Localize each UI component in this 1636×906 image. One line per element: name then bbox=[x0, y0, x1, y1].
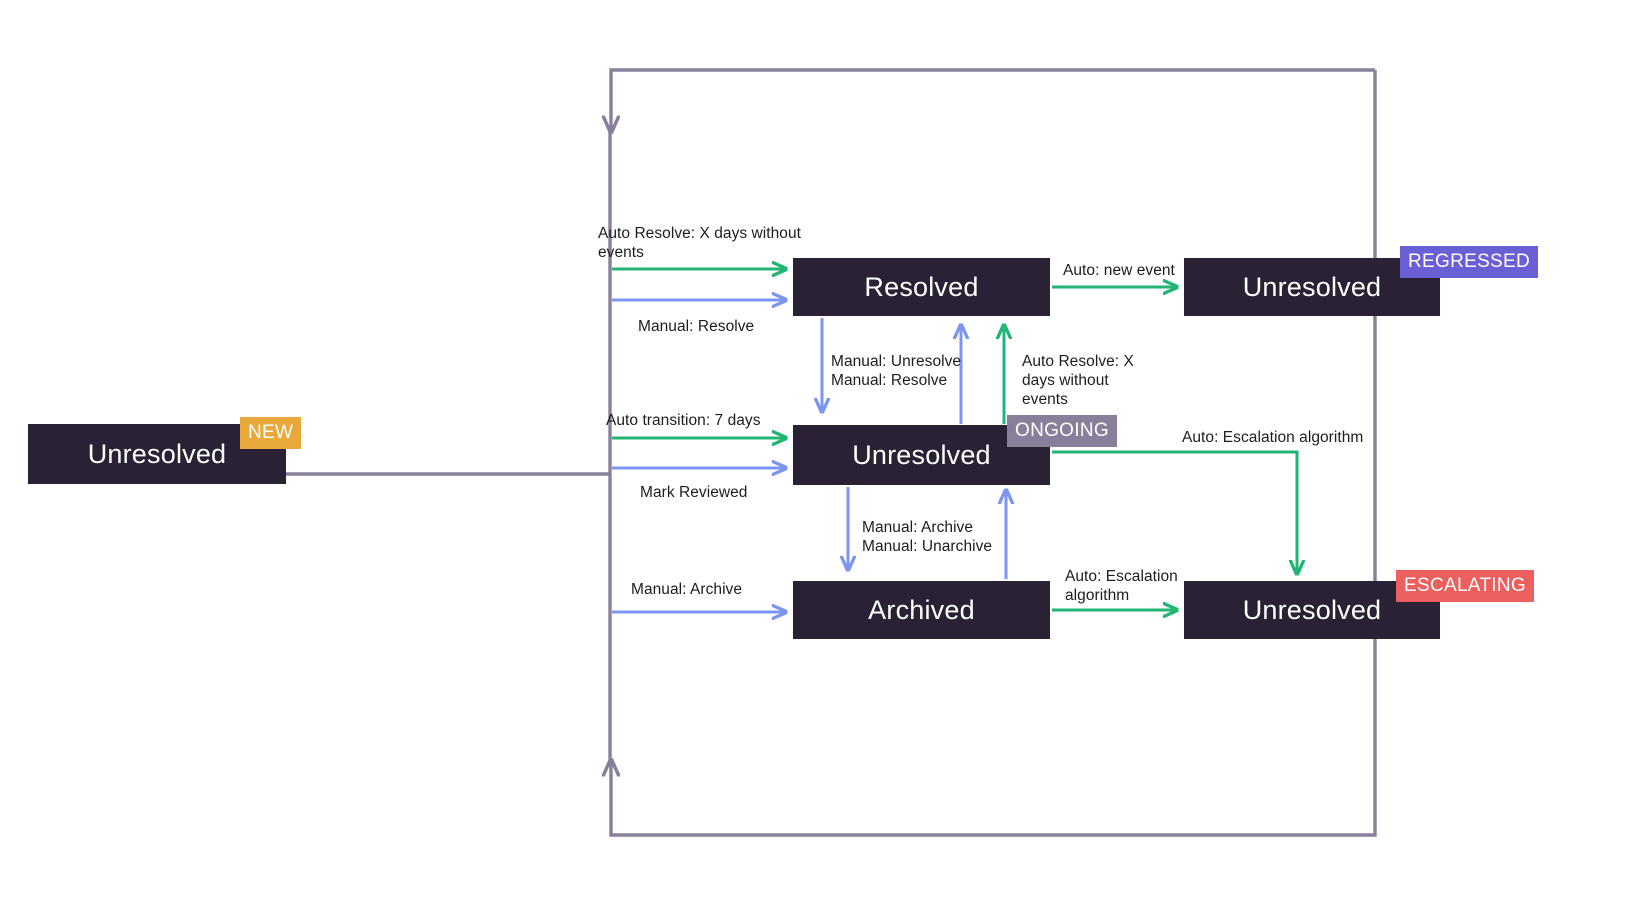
state-node-archived[interactable]: Archived bbox=[793, 581, 1050, 639]
edge-label-mark-reviewed: Mark Reviewed bbox=[640, 484, 748, 501]
state-node-label: Unresolved bbox=[87, 438, 227, 469]
edge-label-manual-unresolve-resolve: Manual: Unresolve Manual: Resolve bbox=[831, 353, 962, 389]
status-badge-escalating: ESCALATING bbox=[1396, 570, 1534, 602]
state-node-label: Unresolved bbox=[1242, 271, 1382, 302]
edge-label-manual-archive-unarchive: Manual: Archive Manual: Unarchive bbox=[862, 519, 993, 555]
edge-label-auto-transition: Auto transition: 7 days bbox=[606, 412, 761, 429]
state-node-resolved[interactable]: Resolved bbox=[793, 258, 1050, 316]
edge-label-auto-escalation-archived: Auto: Escalation algorithm bbox=[1065, 568, 1178, 604]
edge-label-auto-resolve-top: Auto Resolve: X days without events bbox=[598, 225, 802, 261]
state-node-label: Unresolved bbox=[852, 439, 991, 470]
edge-label-manual-archive: Manual: Archive bbox=[631, 581, 743, 598]
edge-label-auto-new-event: Auto: new event bbox=[1063, 262, 1175, 279]
state-node-label: Resolved bbox=[864, 271, 979, 302]
status-badge-ongoing: ONGOING bbox=[1007, 415, 1117, 447]
state-node-label: Archived bbox=[868, 594, 975, 625]
status-badge-new: NEW bbox=[240, 417, 302, 449]
status-badge-regressed: REGRESSED bbox=[1400, 246, 1539, 278]
state-node-new[interactable]: Unresolved bbox=[28, 424, 286, 484]
state-node-label: Unresolved bbox=[1242, 594, 1382, 625]
edge-label-auto-resolve-up: Auto Resolve: X days without events bbox=[1022, 353, 1134, 408]
edge-label-auto-escalation-ongoing: Auto: Escalation algorithm bbox=[1182, 429, 1364, 446]
edge-auto-escalation-ongoing bbox=[1052, 450, 1297, 574]
state-node-regressed[interactable]: Unresolved bbox=[1184, 258, 1440, 316]
edge-label-manual-resolve: Manual: Resolve bbox=[638, 318, 755, 335]
